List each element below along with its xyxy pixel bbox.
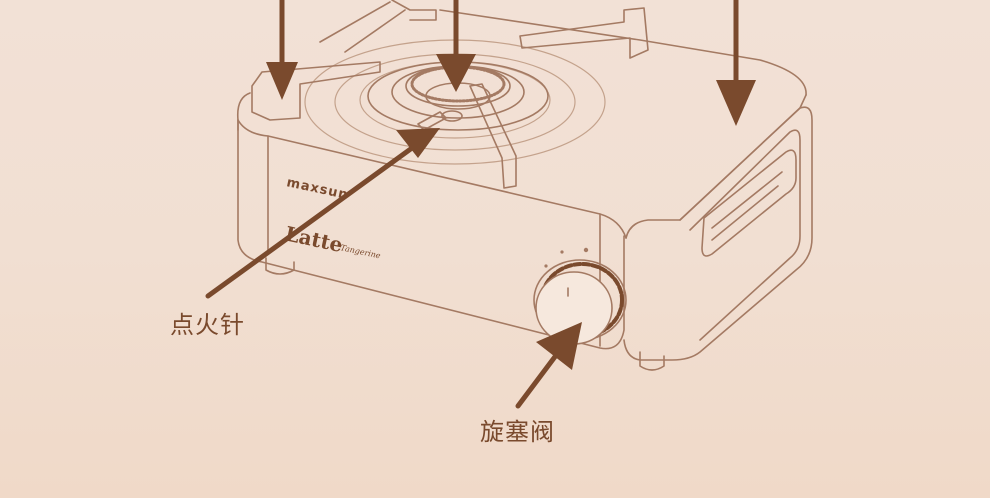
igniter-pin	[417, 111, 447, 131]
pot-support-front	[469, 83, 517, 189]
pot-support-left	[251, 61, 381, 121]
arrow-valve-head	[536, 322, 582, 370]
callout-label-igniter: 点火针	[170, 311, 245, 339]
pot-support-back	[391, 0, 437, 21]
stove-handle-slot	[701, 149, 797, 257]
stove-top-outline	[236, 92, 251, 131]
knob-mark-1	[544, 264, 548, 268]
model-name: Latte	[283, 221, 345, 257]
stove-front-face	[237, 119, 625, 350]
stove-top-right-edge	[679, 94, 807, 221]
arrow-top-right-head	[716, 80, 756, 126]
stove-side-panel	[623, 106, 813, 361]
pot-support-right	[519, 7, 649, 59]
stove-foot-right	[639, 351, 665, 371]
stove-front-top-edge	[237, 119, 627, 239]
callout-arrows	[205, 0, 756, 409]
pot-support-back-left	[319, 1, 406, 53]
stove-side-inner	[689, 129, 801, 341]
knob-mark-3	[583, 247, 589, 253]
arrow-top-left-head	[266, 62, 298, 100]
callout-label-valve: 旋塞阀	[480, 418, 555, 446]
stove-handle-inner	[711, 171, 783, 241]
stove-top-back	[439, 9, 807, 96]
arrow-igniter-head	[396, 128, 440, 158]
arrow-igniter	[205, 145, 415, 299]
knob-mark-2	[560, 250, 564, 254]
burner-nozzle	[441, 110, 463, 122]
arrow-top-center-head	[436, 54, 476, 92]
variant-name: Tangerine	[340, 243, 382, 260]
